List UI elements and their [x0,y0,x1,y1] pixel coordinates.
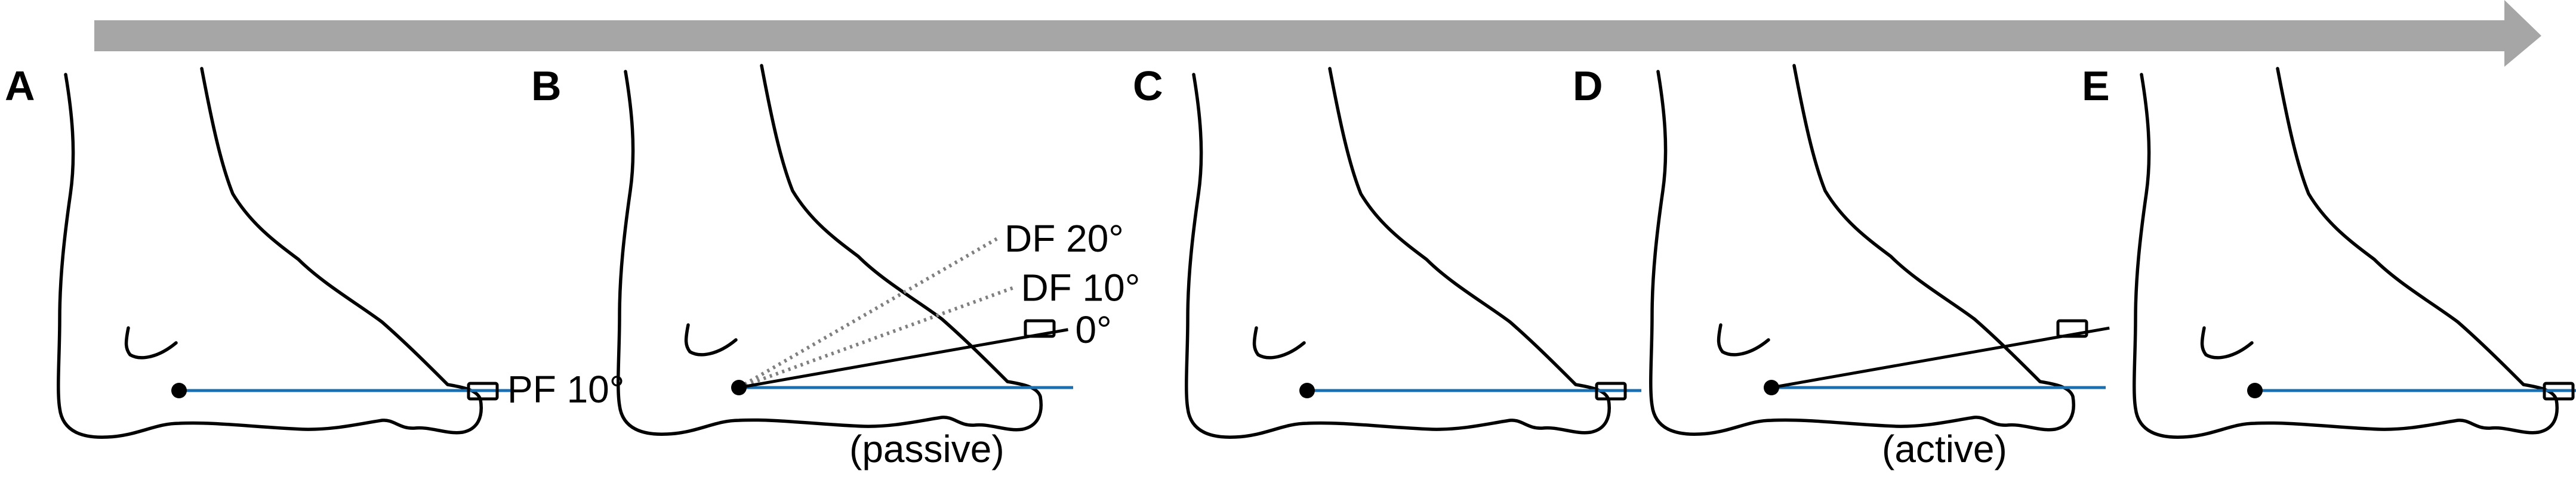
toe-line [1771,326,2110,389]
foot-silhouette [58,69,481,437]
foot-silhouette [618,66,1041,434]
foot-silhouette [1187,69,1609,437]
panel-letter: D [1573,63,1603,109]
panel-c: C [1133,63,1641,437]
reference-line-label: 0° [1075,308,1111,351]
foot-outline [1187,69,1609,437]
panel-d: D (active) [1573,63,2110,470]
panel-letter: B [531,63,562,109]
ankle-joint-dot [731,380,747,395]
panel-b: B DF 20° DF 10°0° (passive) [531,63,1140,470]
toe-marker [1024,319,1056,338]
panel-letter: A [5,63,35,109]
reference-line-label: DF 20° [1004,217,1124,260]
ankle-joint-dot [1764,380,1779,395]
malleolus-curve [686,325,736,355]
malleolus-curve [2202,328,2252,358]
foot-outline [618,66,1041,434]
arrow-shaft [94,20,2506,51]
ankle-joint-dot [171,383,187,398]
toe-marker [467,382,499,401]
toe-marker [2056,319,2088,338]
arrow-head [2504,0,2541,67]
mode-label: (passive) [849,428,1004,470]
foot-outline [58,69,481,437]
foot-outline [2134,69,2557,437]
foot-outline [1651,66,2073,434]
toe-marker [1595,382,1627,401]
foot-silhouette [2134,69,2557,437]
malleolus-curve [127,328,176,358]
mode-label: (active) [1882,428,2007,470]
reference-line-df10 [738,286,1015,389]
angle-label: PF 10° [507,368,624,411]
reference-line-0 [738,328,1068,389]
panel-letter: C [1133,63,1163,109]
malleolus-curve [1719,325,1768,355]
panel-e: E [2082,63,2576,437]
ankle-joint-dot [1299,383,1315,398]
foot-silhouette [1651,66,2073,434]
reference-line-label: DF 10° [1021,266,1140,309]
panel-letter: E [2082,63,2110,109]
panels: A PF 10° B DF 20° DF 10°0° (passive) C D (active… [5,63,2576,470]
malleolus-curve [1255,328,1304,358]
ankle-joint-dot [2247,383,2263,398]
panel-a: A PF 10° [5,63,624,437]
progression-arrow [94,0,2541,67]
toe-marker [2543,382,2575,401]
